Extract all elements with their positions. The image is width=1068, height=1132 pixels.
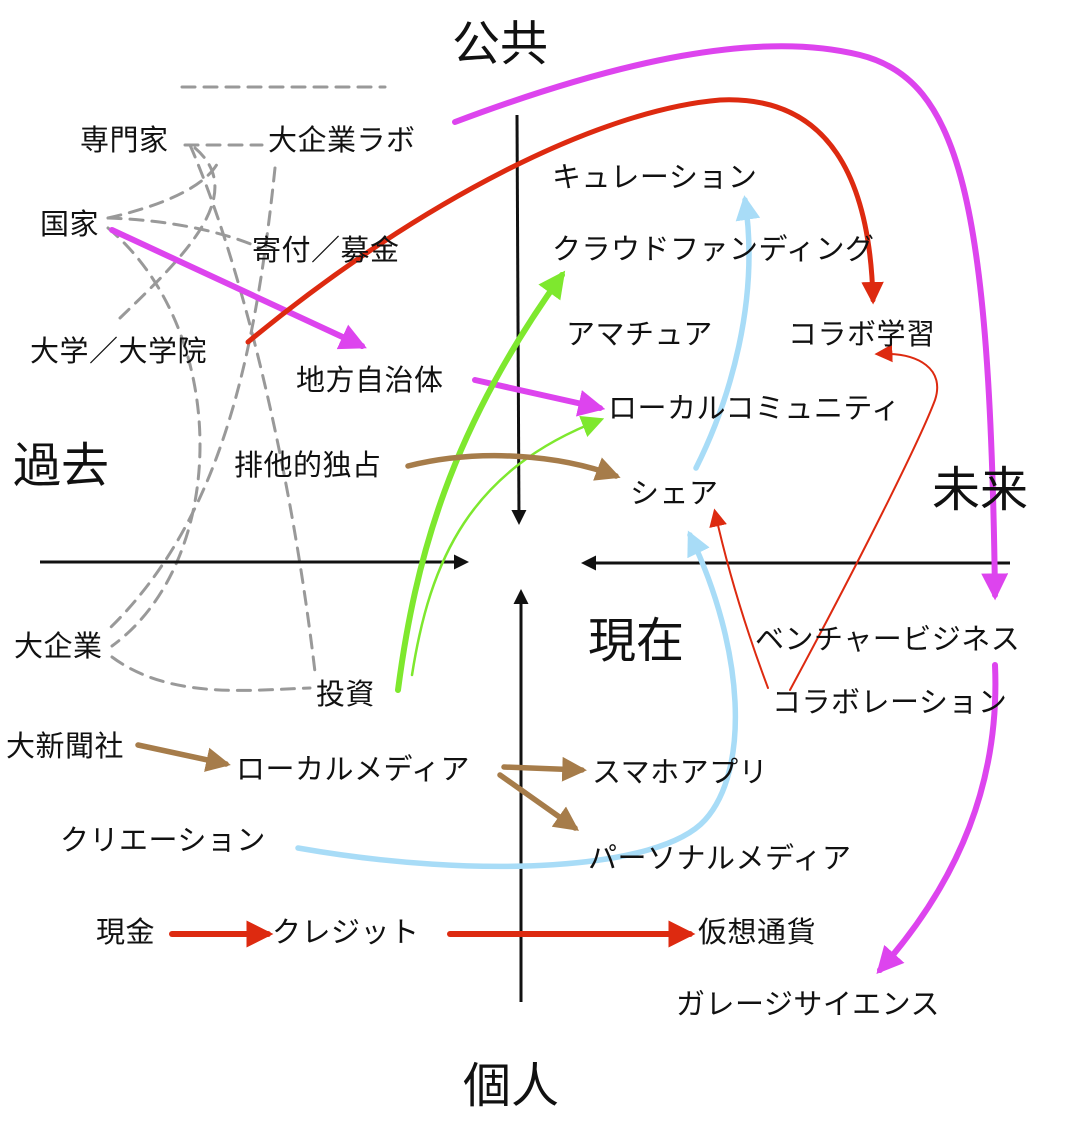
dashed-specialist-investment bbox=[188, 143, 317, 674]
label-collab-learning: コラボ学習 bbox=[788, 317, 936, 351]
arrow-venture-to-garage bbox=[876, 662, 999, 975]
arrow-creation-to-share bbox=[295, 530, 739, 870]
label-share: シェア bbox=[630, 476, 719, 510]
label-smartphone-app: スマホアプリ bbox=[592, 755, 769, 789]
axis-top bbox=[511, 114, 527, 525]
arrow-localmedia-to-app bbox=[501, 756, 587, 782]
arrow-university-to-collab bbox=[245, 97, 884, 345]
label-amateur: アマチュア bbox=[566, 317, 713, 351]
dashed-nation-bigcorp bbox=[106, 226, 202, 648]
label-donation: 寄付／募金 bbox=[252, 233, 400, 267]
axes bbox=[40, 114, 1010, 1002]
axis-label-individual: 個人 bbox=[463, 1058, 560, 1114]
green-arrows bbox=[395, 270, 605, 693]
dashed-nation-donation bbox=[106, 216, 262, 250]
lightblue-arrows bbox=[295, 195, 761, 870]
arrow-nation-to-localgov bbox=[109, 227, 367, 350]
dashed-bigcorp-investment bbox=[110, 655, 312, 692]
arrow-newspaper-to-localmedia bbox=[135, 742, 231, 772]
label-exclusive: 排他的独占 bbox=[234, 448, 382, 482]
arrow-corplab-to-venture bbox=[452, 43, 1009, 601]
label-big-corp: 大企業 bbox=[14, 629, 103, 663]
axis-label-past: 過去 bbox=[13, 438, 110, 494]
label-local-media: ローカルメディア bbox=[236, 752, 470, 786]
arrow-investment-to-community bbox=[410, 415, 605, 677]
axis-label-public: 公共 bbox=[452, 16, 549, 72]
dashed-corplab-bigcorp bbox=[108, 166, 277, 630]
label-venture: ベンチャービジネス bbox=[755, 622, 1021, 656]
dashed-nation-specialist bbox=[106, 156, 222, 220]
dashed-specialist-university bbox=[118, 146, 217, 320]
brown-arrows bbox=[135, 452, 621, 831]
red-arrows bbox=[169, 97, 939, 948]
label-local-gov: 地方自治体 bbox=[296, 363, 444, 397]
label-collaboration: コラボレーション bbox=[772, 685, 1008, 719]
label-garage-science: ガレージサイエンス bbox=[676, 987, 941, 1021]
label-investment: 投資 bbox=[316, 677, 376, 711]
label-corp-lab: 大企業ラボ bbox=[268, 123, 416, 157]
arrow-exclusive-to-share bbox=[405, 452, 621, 481]
dashed-links bbox=[106, 85, 387, 692]
label-personal-media: パーソナルメディア bbox=[588, 841, 852, 875]
arrow-collaboration-to-share bbox=[709, 508, 769, 689]
label-local-community: ローカルコミュニティ bbox=[608, 391, 901, 425]
arrow-localmedia-to-personal bbox=[497, 772, 580, 831]
label-crypto: 仮想通貨 bbox=[698, 915, 817, 949]
label-cash: 現金 bbox=[96, 915, 156, 949]
label-credit: クレジット bbox=[272, 915, 420, 949]
label-specialist: 専門家 bbox=[80, 123, 169, 157]
label-nation: 国家 bbox=[40, 207, 100, 241]
arrow-collaboration-to-collablearning bbox=[789, 344, 939, 691]
label-creation: クリエーション bbox=[60, 823, 266, 857]
label-big-newspaper: 大新聞社 bbox=[6, 729, 125, 763]
axis-label-future: 未来 bbox=[932, 462, 1029, 518]
label-crowdfunding: クラウドファンディング bbox=[552, 232, 875, 266]
arrow-share-to-curation bbox=[693, 195, 761, 471]
label-curation: キュレーション bbox=[552, 160, 758, 194]
axis-label-present: 現在 bbox=[588, 613, 685, 669]
label-university: 大学／大学院 bbox=[30, 334, 208, 368]
arrow-investment-to-crowdfunding bbox=[395, 270, 566, 693]
